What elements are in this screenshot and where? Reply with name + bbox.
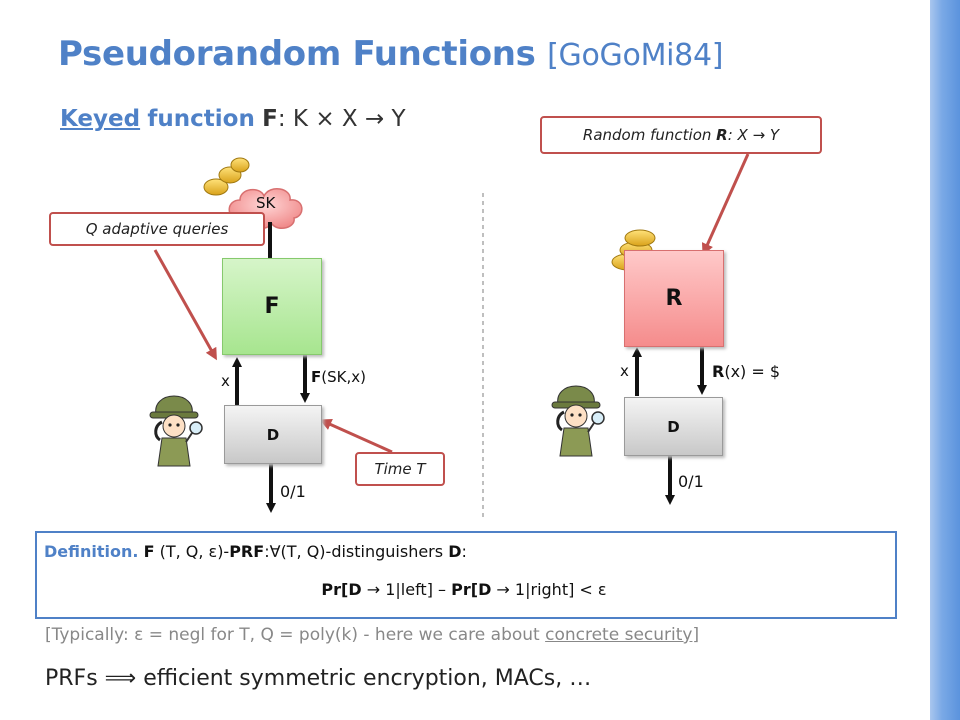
sk-label: SK — [256, 194, 276, 212]
box-D-left: D — [224, 405, 322, 464]
definition-end: : — [461, 542, 467, 561]
slide-title: Pseudorandom Functions [GoGoMi84] — [58, 34, 723, 74]
subtitle: Keyed function F: K × X → Y — [60, 106, 406, 132]
right-output-label-R: R — [712, 362, 725, 381]
definition-mid2: :∀(T, Q)-distinguishers — [264, 542, 449, 561]
definition-line-2: Pr[D → 1|left] – Pr[D → 1|right] < ε — [35, 580, 893, 599]
definition-arrow2: → 1|right] < ε — [491, 580, 607, 599]
subtitle-signature: : K × X → Y — [277, 106, 406, 132]
definition-d2: [D — [470, 580, 492, 599]
subtitle-keyed: Keyed — [60, 106, 141, 132]
right-x-label: x — [620, 362, 629, 380]
callout-random-prefix: Random function — [582, 126, 717, 144]
random-function-pointer — [701, 153, 750, 256]
slide-sidebar-bar — [930, 0, 960, 720]
typically-post: ] — [692, 625, 700, 645]
callout-random-R: R — [716, 126, 728, 144]
callout-random-sig: : X → Y — [727, 126, 780, 144]
callout-adaptive-queries: Q adaptive queries — [49, 212, 265, 246]
definition-mid1: (T, Q, ε)- — [154, 542, 230, 561]
definition-d1: [D — [341, 580, 362, 599]
callout-time: Time T — [355, 452, 445, 486]
detective-icon-left — [149, 395, 203, 467]
box-R: R — [624, 250, 724, 347]
typically-pre: [Typically: ε = negl for T, Q = poly(k) … — [45, 625, 546, 645]
left-out-label: 0/1 — [280, 482, 306, 501]
left-output-label-F: F — [311, 368, 322, 386]
prfs-implication: PRFs ⟹ efficient symmetric encryption, M… — [45, 666, 592, 691]
definition-pr2: Pr — [451, 580, 471, 599]
subtitle-F: F — [262, 106, 278, 132]
detective-icon-right — [551, 385, 605, 457]
definition-head: Definition. — [44, 542, 139, 561]
title-citation: [GoGoMi84] — [547, 38, 724, 73]
right-output-label: R(x) = $ — [712, 362, 780, 381]
right-out-label: 0/1 — [678, 472, 704, 491]
definition-pr1: Pr — [321, 580, 342, 599]
typically-underlined: concrete security — [545, 625, 693, 645]
definition-box — [35, 531, 897, 619]
title-main: Pseudorandom Functions — [58, 34, 536, 74]
definition-D: D — [448, 542, 462, 561]
queries-pointer — [153, 249, 217, 361]
definition-line-1: Definition. F (T, Q, ε)-PRF:∀(T, Q)-dist… — [44, 542, 467, 561]
coins-icon-left — [203, 157, 250, 196]
callout-random-function: Random function R: X → Y — [540, 116, 822, 154]
time-pointer — [319, 418, 393, 454]
left-output-label-rest: (SK,x) — [321, 368, 366, 386]
box-D-right: D — [624, 397, 723, 456]
definition-PRF: PRF — [229, 542, 265, 561]
left-output-label: F(SK,x) — [311, 368, 366, 386]
left-x-label: x — [221, 372, 230, 390]
typically-note: [Typically: ε = negl for T, Q = poly(k) … — [45, 625, 699, 645]
right-output-label-rest: (x) = $ — [724, 362, 781, 381]
subtitle-function-word: function — [147, 106, 255, 132]
definition-arrow1: → 1|left] – — [361, 580, 452, 599]
definition-F: F — [143, 542, 155, 561]
box-F: F — [222, 258, 322, 355]
